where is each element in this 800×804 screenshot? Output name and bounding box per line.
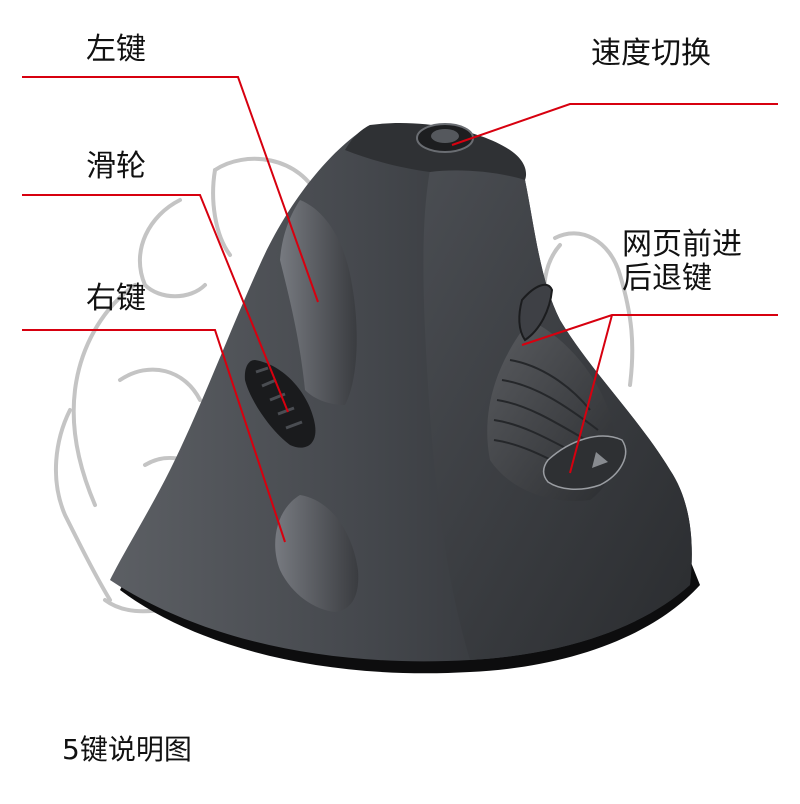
label-dpi-switch: 速度切换	[591, 36, 711, 71]
back-arrow-icon	[592, 452, 608, 468]
leader-right-button	[22, 329, 286, 543]
label-nav-line2: 后退键	[622, 260, 712, 296]
label-right-button: 右键	[86, 281, 146, 316]
label-left-button: 左键	[86, 32, 146, 67]
leader-scroll-wheel	[22, 194, 289, 413]
leader-nav-back	[569, 314, 613, 474]
back-button[interactable]	[542, 435, 627, 490]
diagram-caption: 5键说明图	[62, 733, 192, 766]
leader-dpi-switch	[451, 103, 778, 146]
label-scroll-wheel: 滑轮	[86, 149, 146, 184]
scroll-wheel[interactable]	[244, 360, 316, 448]
label-nav-keys: 网页前进 后退键	[622, 228, 742, 295]
forward-button[interactable]	[518, 283, 554, 342]
dpi-button-cap	[431, 129, 459, 143]
right-button[interactable]	[275, 495, 359, 612]
leader-lines	[22, 76, 778, 543]
label-nav-line1: 网页前进	[622, 227, 742, 262]
leader-left-button	[22, 76, 319, 303]
